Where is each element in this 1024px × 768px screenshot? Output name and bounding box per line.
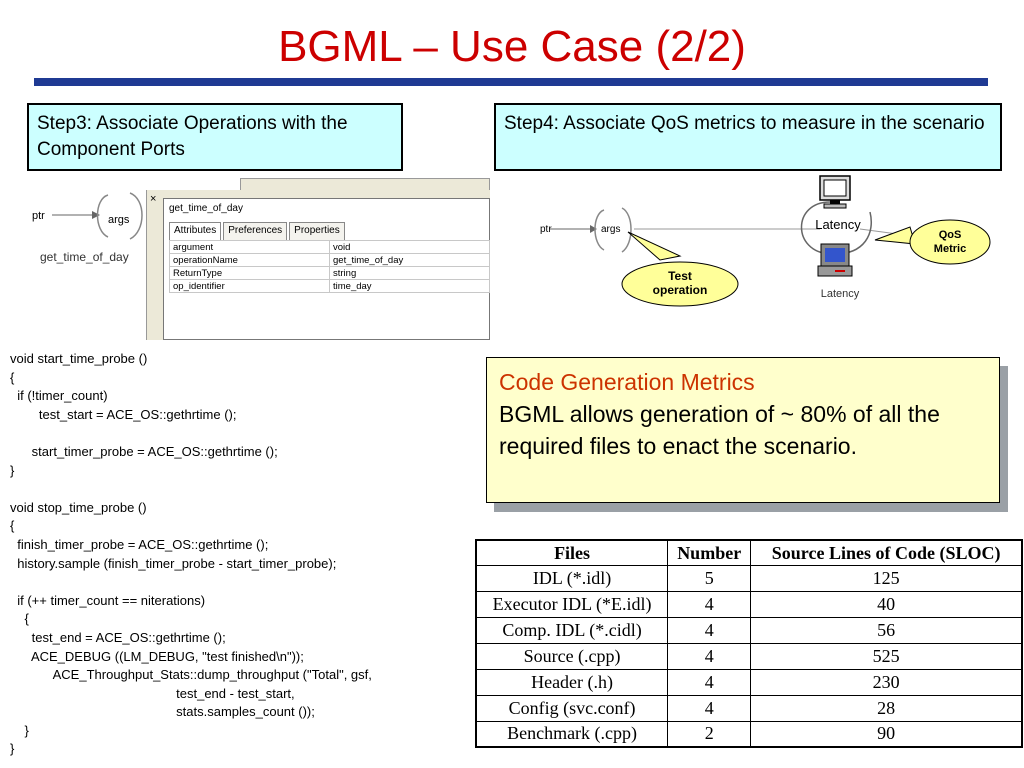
file-count: 4 xyxy=(667,643,752,670)
step4-box: Step4: Associate QoS metrics to measure … xyxy=(494,103,1002,171)
column-header: Number xyxy=(667,539,752,567)
file-sloc: 230 xyxy=(750,668,1023,696)
table-row: Header (.h) 4 230 xyxy=(475,668,1023,696)
column-header: Files xyxy=(475,539,669,567)
selected-object-name: get_time_of_day xyxy=(169,203,243,214)
file-type: Benchmark (.cpp) xyxy=(475,720,669,748)
file-count: 4 xyxy=(667,591,752,619)
attr-key: argument xyxy=(169,240,330,254)
qos-metric-callout xyxy=(909,219,991,265)
latency-label-bottom: Latency xyxy=(821,288,860,300)
attributes-table: argument void operationName get_time_of_… xyxy=(169,240,490,293)
file-type: IDL (*.idl) xyxy=(475,565,669,593)
test-operation-line1: Test xyxy=(668,269,692,283)
column-header: Source Lines of Code (SLOC) xyxy=(750,539,1023,567)
property-tabs: Attributes Preferences Properties xyxy=(169,222,347,240)
ptr-label: ptr xyxy=(540,224,552,235)
monitor-icon xyxy=(819,175,851,209)
tab-preferences[interactable]: Preferences xyxy=(223,222,288,240)
file-count: 4 xyxy=(667,668,752,696)
qos-metric-line2: Metric xyxy=(934,243,966,255)
step3-box: Step3: Associate Operations with the Com… xyxy=(27,103,403,171)
table-row: Benchmark (.cpp) 2 90 xyxy=(475,720,1023,748)
files-table: Files Number Source Lines of Code (SLOC)… xyxy=(475,539,1023,749)
file-sloc: 40 xyxy=(750,591,1023,619)
file-type: Config (svc.conf) xyxy=(475,694,669,722)
attr-value[interactable]: time_day xyxy=(329,279,490,293)
table-row[interactable]: argument void xyxy=(169,240,490,254)
code-generation-metrics-box: Code Generation Metrics BGML allows gene… xyxy=(486,357,1000,503)
args-label: args xyxy=(601,224,620,235)
file-sloc: 28 xyxy=(750,694,1023,722)
file-count: 4 xyxy=(667,617,752,645)
table-row[interactable]: ReturnType string xyxy=(169,266,490,280)
ptr-label: ptr xyxy=(32,210,45,222)
qos-metric-line1: QoS xyxy=(939,229,962,241)
table-header-row: Files Number Source Lines of Code (SLOC) xyxy=(475,539,1023,567)
table-row[interactable]: op_identifier time_day xyxy=(169,279,490,293)
file-count: 4 xyxy=(667,694,752,722)
component-port-diagram: ptr args get_time_of_day xyxy=(32,192,143,264)
table-row: IDL (*.idl) 5 125 xyxy=(475,565,1023,593)
attr-key: ReturnType xyxy=(169,266,330,280)
attr-key: operationName xyxy=(169,253,330,267)
attr-value[interactable]: void xyxy=(329,240,490,254)
file-type: Header (.h) xyxy=(475,668,669,696)
file-type: Executor IDL (*E.idl) xyxy=(475,591,669,619)
file-sloc: 56 xyxy=(750,617,1023,645)
metrics-body: BGML allows generation of ~ 80% of all t… xyxy=(499,401,940,459)
metrics-title: Code Generation Metrics xyxy=(499,369,755,395)
code-listing: void start_time_probe () { if (!timer_co… xyxy=(10,351,372,757)
args-label: args xyxy=(108,214,130,226)
table-row: Comp. IDL (*.cidl) 4 56 xyxy=(475,617,1023,645)
attr-value[interactable]: string xyxy=(329,266,490,280)
latency-label-top: Latency xyxy=(815,217,861,232)
qos-metric-diagram: ptr args Test operation Latency QoS Metr… xyxy=(540,175,991,307)
port-name-label: get_time_of_day xyxy=(40,250,129,264)
file-sloc: 525 xyxy=(750,643,1023,670)
file-count: 2 xyxy=(667,720,752,748)
tab-attributes[interactable]: Attributes xyxy=(169,222,222,240)
test-operation-line2: operation xyxy=(653,283,708,297)
table-row[interactable]: operationName get_time_of_day xyxy=(169,253,490,267)
table-row: Executor IDL (*E.idl) 4 40 xyxy=(475,591,1023,619)
file-count: 5 xyxy=(667,565,752,593)
file-sloc: 90 xyxy=(750,720,1023,748)
title-underline xyxy=(34,78,988,86)
close-icon[interactable]: × xyxy=(150,193,157,205)
table-row: Config (svc.conf) 4 28 xyxy=(475,694,1023,722)
attr-value[interactable]: get_time_of_day xyxy=(329,253,490,267)
slide-title: BGML – Use Case (2/2) xyxy=(278,22,746,71)
file-type: Source (.cpp) xyxy=(475,643,669,670)
computer-icon xyxy=(817,243,853,277)
tab-properties[interactable]: Properties xyxy=(289,222,345,240)
file-sloc: 125 xyxy=(750,565,1023,593)
table-row: Source (.cpp) 4 525 xyxy=(475,643,1023,670)
test-operation-callout xyxy=(621,261,739,307)
attr-key: op_identifier xyxy=(169,279,330,293)
file-type: Comp. IDL (*.cidl) xyxy=(475,617,669,645)
